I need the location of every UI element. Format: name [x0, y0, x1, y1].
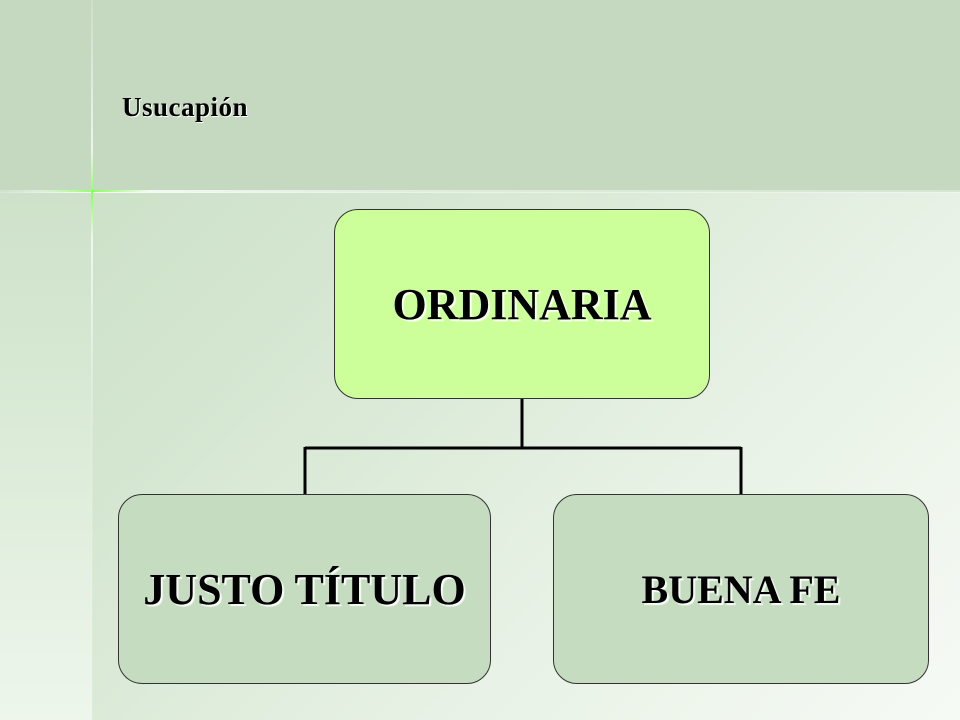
sparkle-horizontal — [40, 190, 150, 192]
node-justo-titulo: JUSTO TÍTULO — [118, 494, 491, 684]
node-ordinaria-label: ORDINARIA — [392, 279, 652, 329]
page-title: Usucapión — [122, 92, 249, 122]
title-band — [0, 0, 960, 192]
node-justo-titulo-label: JUSTO TÍTULO — [143, 564, 466, 614]
node-buena-fe: BUENA FE — [553, 494, 929, 684]
node-ordinaria: ORDINARIA — [334, 209, 710, 399]
node-buena-fe-label: BUENA FE — [641, 566, 841, 612]
sparkle-vertical — [91, 150, 93, 240]
vertical-light-line — [91, 0, 93, 720]
horizontal-light-line — [0, 190, 960, 193]
